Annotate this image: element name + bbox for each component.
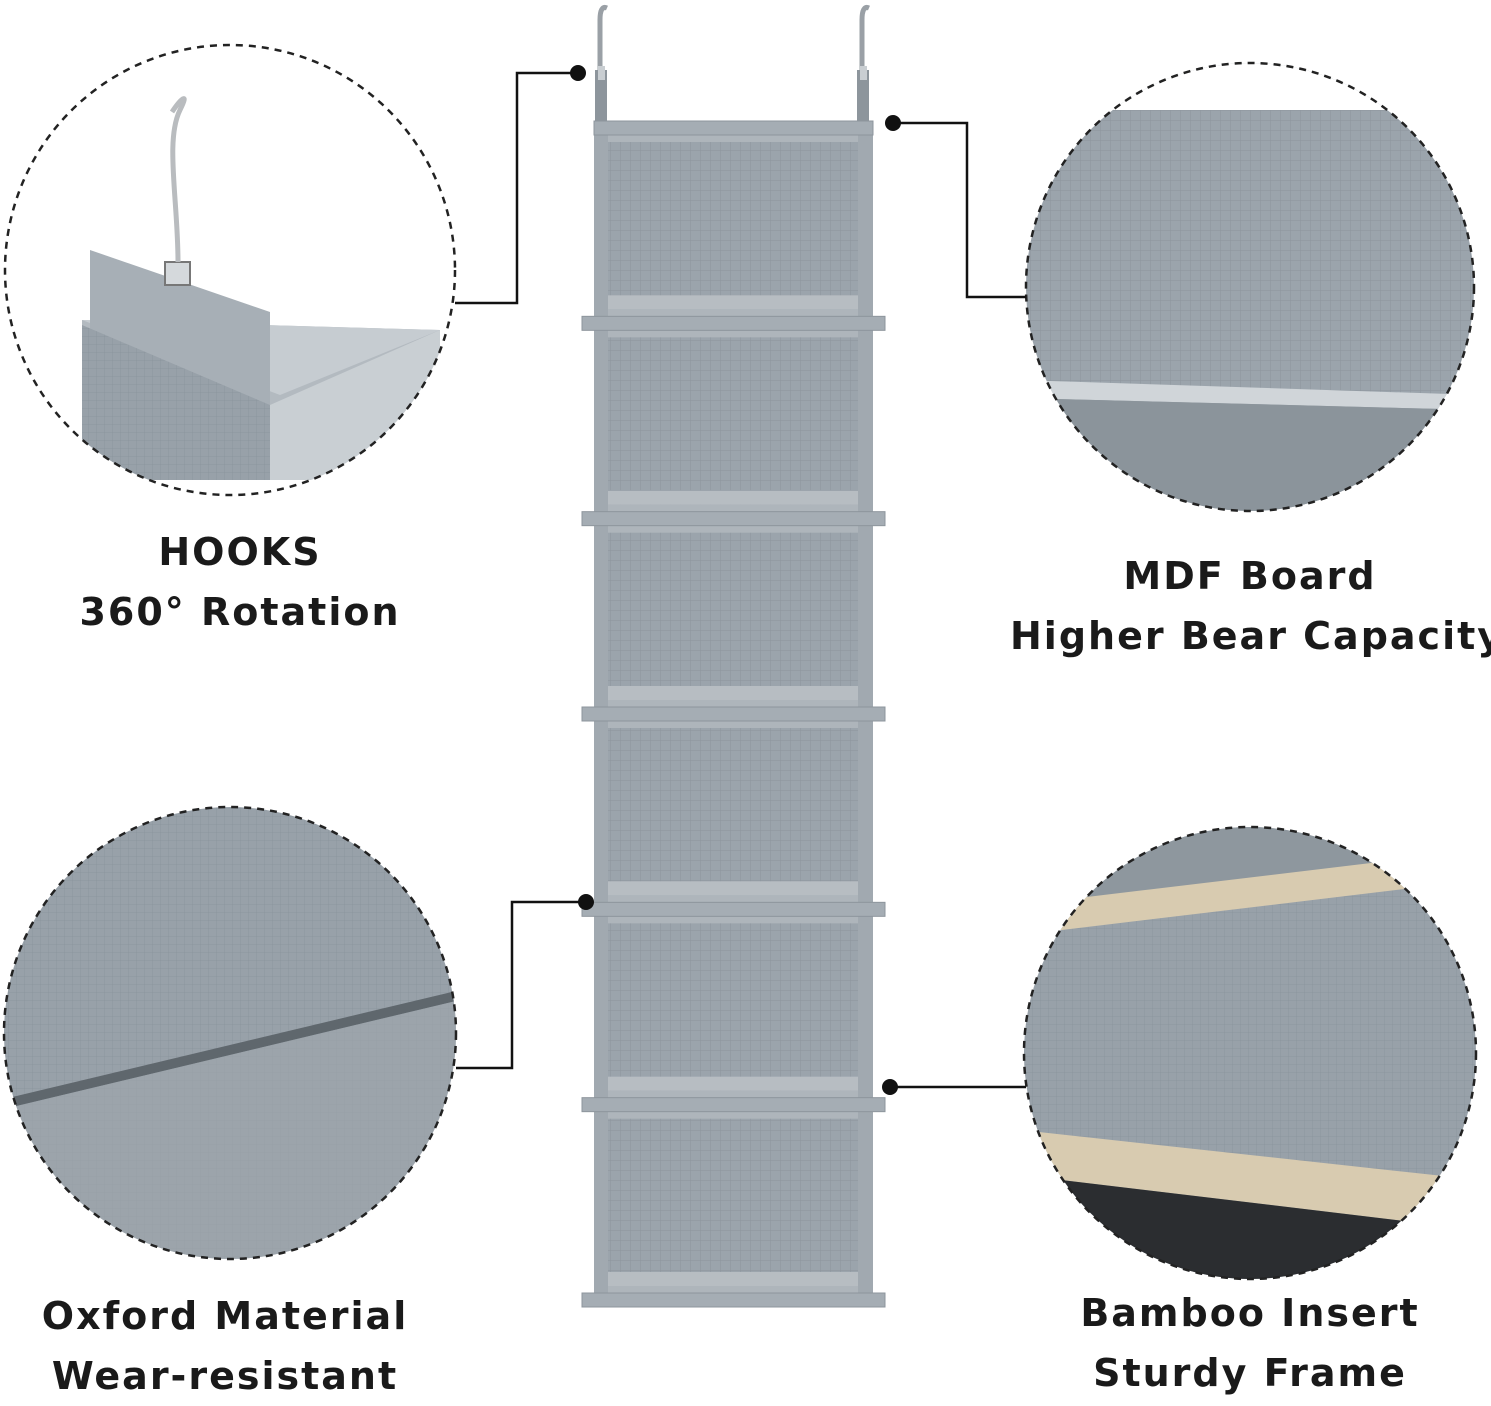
top-hook-left [595, 5, 608, 128]
hanging-organizer-product [581, 5, 886, 1308]
shelf-board-edge [581, 511, 886, 527]
shelf-floor [608, 295, 858, 310]
bamboo-insert-detail-circle [1022, 825, 1478, 1281]
shelf-board-edge [581, 1097, 886, 1113]
leader-line-hooks [455, 65, 586, 305]
bamboo-insert-label: Bamboo Insert Sturdy Frame [1040, 1283, 1460, 1403]
shelf-floor [608, 881, 858, 896]
shelf-floor [608, 1272, 858, 1286]
top-hook-right [857, 5, 870, 128]
leader-line-mdf [885, 115, 1026, 299]
leader-line-oxford [456, 894, 594, 1070]
shelf-compartment [608, 532, 858, 700]
leader-line-bamboo [882, 1079, 1026, 1095]
shelf-floor [608, 686, 858, 700]
feature-title: MDF Board [1123, 554, 1377, 598]
hooks-label: HOOKS 360° Rotation [40, 522, 440, 642]
shelf-floor [608, 490, 858, 505]
shelf-compartment [608, 923, 858, 1091]
feature-subtitle: 360° Rotation [79, 590, 401, 634]
feature-title: HOOKS [158, 530, 322, 574]
oxford-material-label: Oxford Material Wear-resistant [20, 1286, 430, 1406]
shelf-compartment [608, 337, 858, 505]
shelf-board-edge [581, 901, 886, 917]
shelf-board-edge [581, 1292, 886, 1308]
feature-subtitle: Higher Bear Capacity [1010, 614, 1491, 658]
shelf-compartment [608, 142, 858, 310]
shelf-compartment [608, 728, 858, 896]
feature-subtitle: Wear-resistant [51, 1354, 399, 1398]
feature-title: Bamboo Insert [1080, 1291, 1420, 1335]
hooks-detail-circle [3, 43, 457, 497]
shelf-floor [608, 1076, 858, 1091]
feature-title: Oxford Material [41, 1294, 409, 1338]
shelf-board-edge [593, 120, 874, 136]
shelf-board-edge [581, 706, 886, 722]
oxford-material-detail-circle [2, 805, 458, 1261]
feature-subtitle: Sturdy Frame [1093, 1351, 1407, 1395]
mdf-board-label: MDF Board Higher Bear Capacity [1010, 546, 1491, 666]
mdf-board-detail-circle [1024, 61, 1476, 513]
shelf-compartment [608, 1118, 858, 1286]
shelf-board-edge [581, 315, 886, 331]
